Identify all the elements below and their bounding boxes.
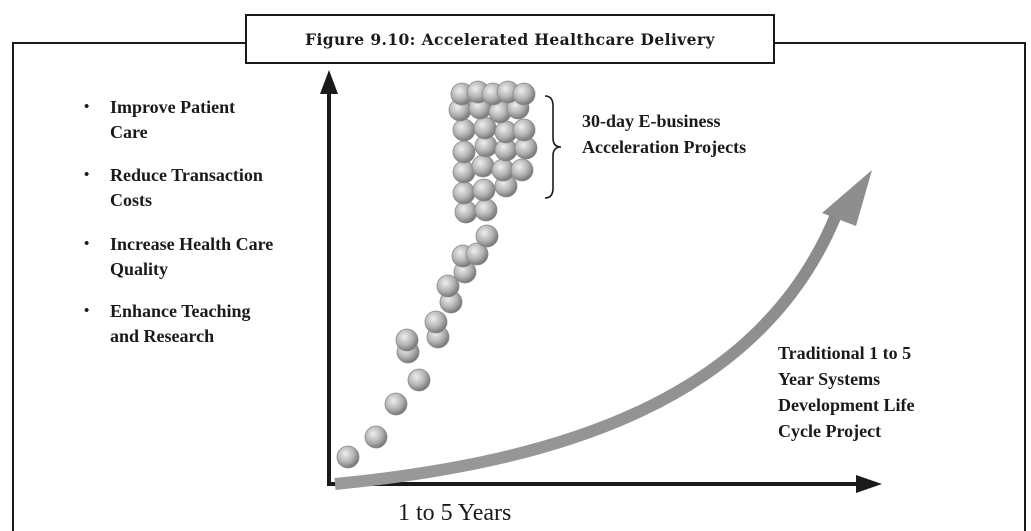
acceleration-projects-label: 30-day E-business Acceleration Projects [582,108,822,160]
benefit-line-2: Costs [110,190,153,210]
traditional-label-line-2: Year Systems [778,369,881,389]
curve-arrow-head-icon [822,170,872,226]
sphere-icon [452,118,476,142]
benefit-item: • Improve Patient Care [84,95,334,145]
benefits-list: • Improve Patient Care • Reduce Transact… [84,95,334,367]
sphere-icon [364,425,388,449]
sphere-icon [475,224,499,248]
benefit-line-2: Care [110,122,148,142]
sphere-icon [510,158,534,182]
right-curly-brace-icon [544,95,562,199]
sphere-icon [454,200,478,224]
sphere-icon [407,368,431,392]
x-axis-arrow-head-icon [856,475,882,493]
benefit-item: • Increase Health Care Quality [84,232,334,282]
benefit-item: • Reduce Transaction Costs [84,163,334,213]
traditional-project-label: Traditional 1 to 5 Year Systems Developm… [778,340,1018,444]
traditional-label-line-1: Traditional 1 to 5 [778,343,912,363]
traditional-label-line-3: Development Life [778,395,915,415]
benefit-line-1: Increase Health Care [110,234,274,254]
sphere-icon [512,82,536,106]
sphere-icon [465,242,489,266]
x-axis-label: 1 to 5 Years [398,500,512,526]
benefit-item: • Enhance Teaching and Research [84,299,334,349]
sphere-icon [474,198,498,222]
traditional-label-line-4: Cycle Project [778,421,882,441]
figure-caption: Figure 9.10: Accelerated Healthcare Deli… [245,14,775,64]
sphere-icon [436,274,460,298]
sphere-icon [471,154,495,178]
sphere-icon [472,178,496,202]
sphere-icon [424,310,448,334]
bullet-dot-icon: • [84,167,90,183]
benefit-line-1: Enhance Teaching [110,301,251,321]
acceleration-label-line-2: Acceleration Projects [582,137,747,157]
benefit-line-1: Improve Patient [110,97,236,117]
acceleration-label-line-1: 30-day E-business [582,111,721,131]
project-spheres [336,80,538,469]
traditional-curve-arrow [334,212,842,490]
y-axis-arrow-head-icon [320,70,338,94]
benefit-line-2: and Research [110,326,215,346]
sphere-icon [452,140,476,164]
benefit-line-1: Reduce Transaction [110,165,263,185]
sphere-icon [384,392,408,416]
sphere-icon [452,181,476,205]
sphere-icon [336,445,360,469]
bullet-dot-icon: • [84,99,90,115]
sphere-icon [395,328,419,352]
sphere-icon [452,160,476,184]
sphere-icon [512,118,536,142]
benefit-line-2: Quality [110,259,169,279]
bullet-dot-icon: • [84,236,90,252]
bullet-dot-icon: • [84,303,90,319]
